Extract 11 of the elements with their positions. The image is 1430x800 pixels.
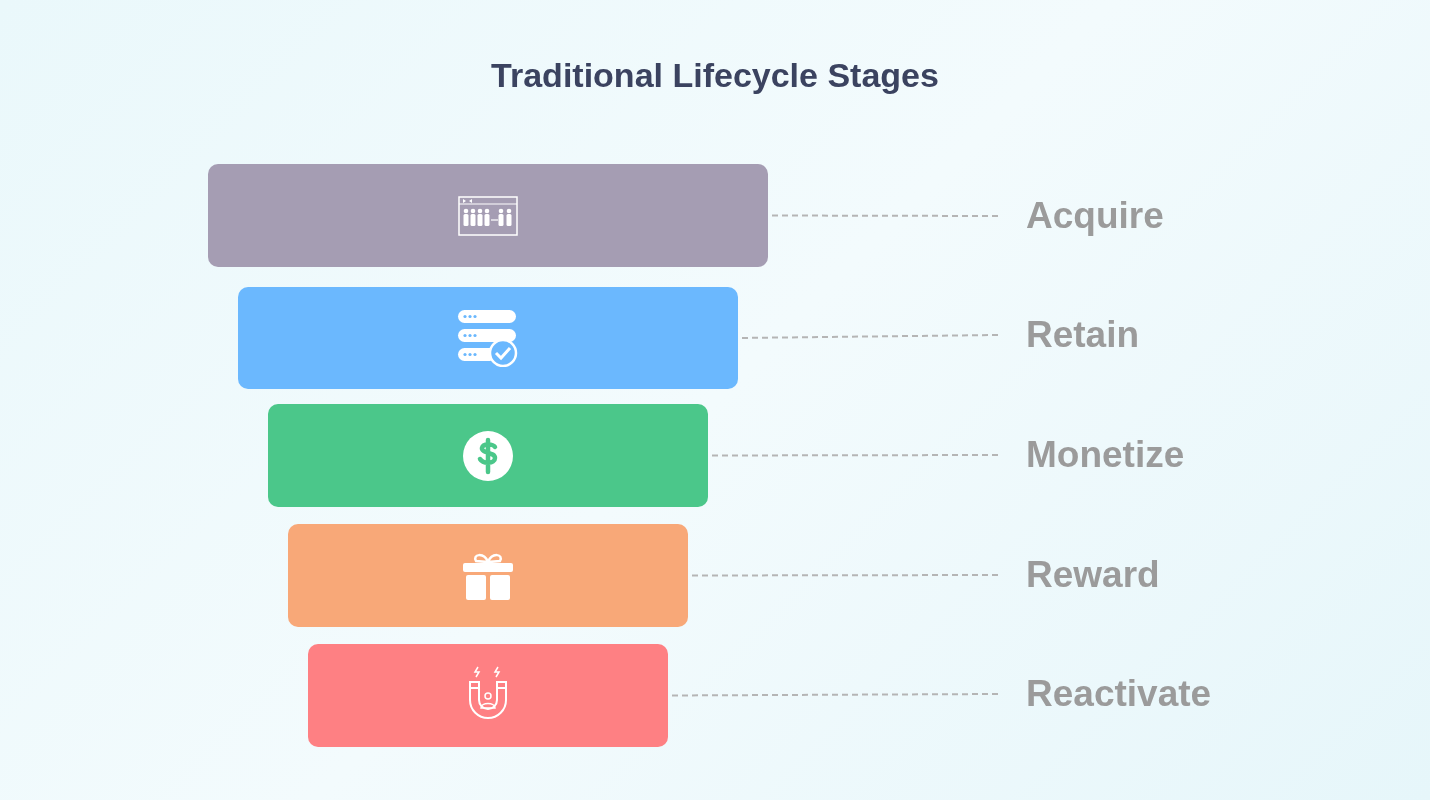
stage-label: Reactivate <box>1026 672 1212 716</box>
stage-bar <box>208 164 768 267</box>
stage-label: Retain <box>1026 313 1140 357</box>
title: Traditional Lifecycle Stages <box>490 56 940 95</box>
stage-bar <box>288 524 688 627</box>
stage-label: Monetize <box>1026 433 1185 477</box>
stage-bar <box>268 404 708 507</box>
stage-bar <box>308 644 668 747</box>
stage-label: Acquire <box>1026 194 1164 238</box>
stage-label: Reward <box>1026 553 1160 597</box>
stage-bar <box>238 287 738 389</box>
